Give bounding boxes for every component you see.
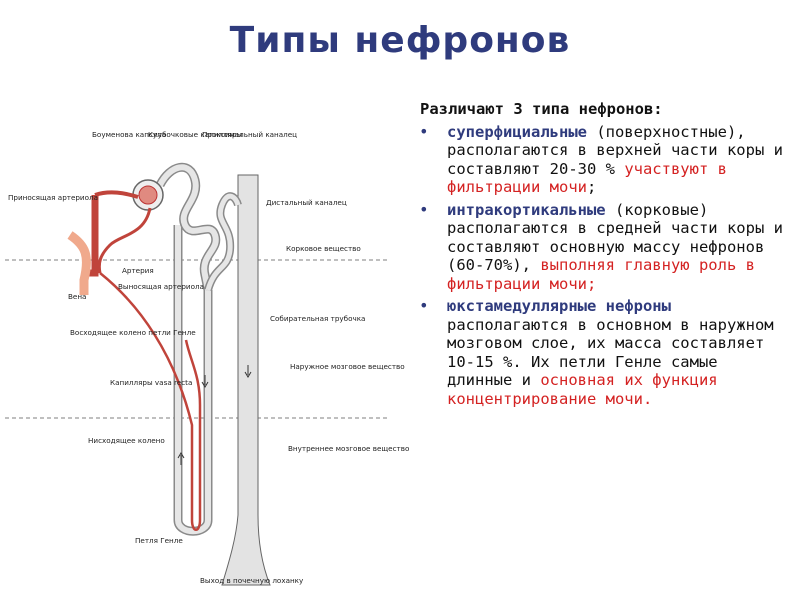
label-collecting: Собирательная трубочка [270,314,365,323]
label-distal: Дистальный каналец [266,198,347,207]
label-loop: Петля Генле [135,536,183,545]
item-highlight: участвуют в фильтрации мочи [447,159,727,197]
term-intracortical: интракортикальные [447,200,606,219]
term-superficial: суперфициальные [447,122,587,141]
vein-vessel [67,231,91,295]
label-artery: Артерия [122,266,154,275]
afferent-arteriole [94,190,139,199]
list-item: юкстамедуллярные нефроны располагаются в… [405,297,790,408]
item-body: располагаются в основном в наружном мозг… [447,315,774,390]
label-afferent: Приносящая артериола [8,193,98,202]
item-tail: ; [586,178,597,196]
label-proximal: Проксимальный каналец [202,130,297,139]
collecting-duct [221,174,271,586]
label-efferent: Выносящая артериола [118,282,204,291]
item-highlight: основная их функция концентрирование моч… [447,371,718,408]
label-inner-medulla: Внутреннее мозговое вещество [288,444,409,453]
item-highlight: выполняя главную роль в фильтрации мочи; [447,256,755,293]
label-ascending: Восходящее колено петли Генле [70,328,196,337]
label-glomerular: Клубочковые капилляры [148,130,243,139]
list-item: интракортикальные (корковые) располагают… [405,201,790,294]
label-descending: Нисходящее колено [88,436,165,445]
label-bowman: Боуменова капсула [92,130,166,139]
page-title: Типы нефронов [229,20,571,61]
list-item: суперфициальные (поверхностные), распола… [405,123,790,197]
glomerulus [138,185,158,205]
intro-text: Различают 3 типа нефронов: [420,100,663,118]
efferent-arteriole [97,207,152,274]
label-outer-medulla: Наружное мозговое вещество [290,362,405,371]
label-exit: Выход в почечную лоханку [200,576,304,585]
description-column: Различают 3 типа нефронов: суперфициальн… [405,100,790,412]
label-cortex: Корковое вещество [286,244,361,253]
item-body: (поверхностные), располагаются в верхней… [447,122,783,178]
nephron-diagram: Боуменова капсула Клубочковые капилляры … [5,130,409,586]
label-vein: Вена [68,292,86,301]
vasa-recta-vessel [99,272,202,531]
label-vasa-recta: Капилляры vasa recta [110,378,192,387]
item-body: (корковые) располагаются в средней части… [447,200,783,275]
nephron-types-list: суперфициальные (поверхностные), распола… [405,123,790,409]
term-juxtamedullary: юкстамедуллярные нефроны [447,297,671,315]
